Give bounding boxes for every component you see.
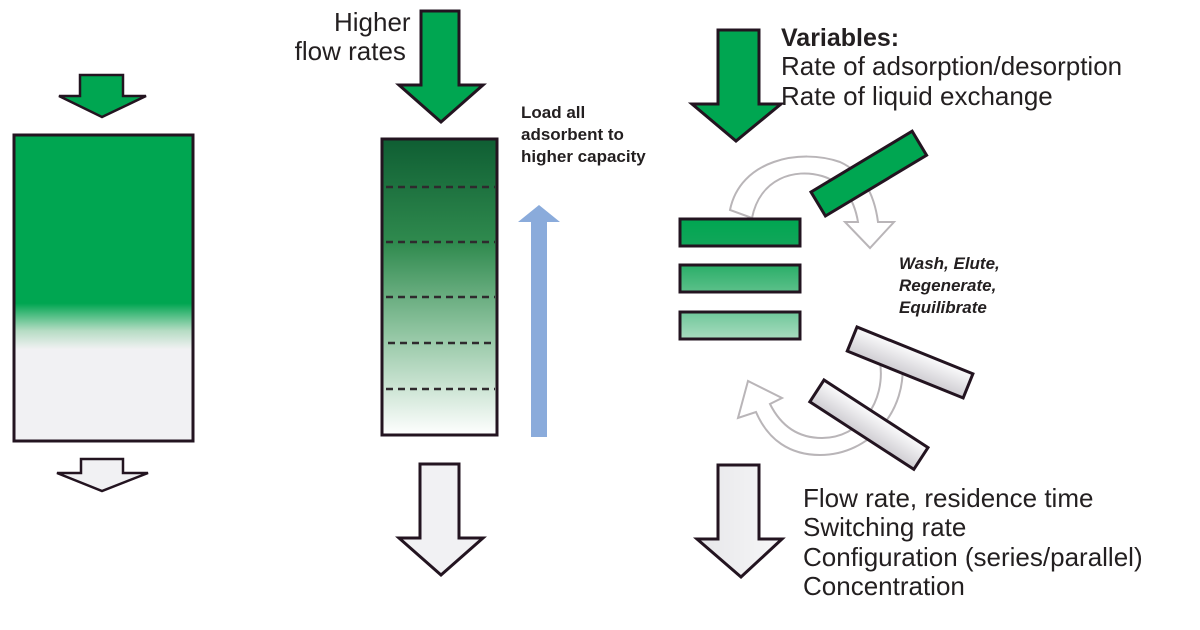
output-variables-block: Flow rate, residence time Switching rate… xyxy=(803,483,1143,602)
output-variable-item: Concentration xyxy=(803,571,965,602)
output-variable-item: Flow rate, residence time xyxy=(803,483,1094,513)
batch-outlet-arrow-icon xyxy=(56,457,149,493)
column-bar-loading-1 xyxy=(678,217,802,248)
variables-title: Variables: xyxy=(781,24,900,52)
cycle-steps-label: Wash, Elute, Regenerate, Equilibrate xyxy=(899,253,1000,319)
column-bar-loading-3 xyxy=(678,310,802,341)
column-bar-regenerating-2 xyxy=(807,377,931,472)
loading-annotation-line: higher capacity xyxy=(521,147,646,167)
batch-panel xyxy=(12,73,195,493)
high-flow-inlet-arrow-icon xyxy=(395,9,487,124)
loading-direction-arrow-icon xyxy=(518,205,560,437)
loading-annotation: Load all adsorbent to higher capacity xyxy=(521,102,646,168)
high-flow-panel xyxy=(380,9,560,577)
variables-block: Variables: Rate of adsorption/desorption… xyxy=(781,24,1122,111)
loading-annotation-line: adsorbent to xyxy=(521,125,624,145)
cycle-step-line: Equilibrate xyxy=(899,298,987,318)
high-flow-label-line: Higher xyxy=(334,7,411,37)
variable-item: Rate of adsorption/desorption xyxy=(781,51,1123,82)
column-bar-switching-out xyxy=(808,129,929,219)
multicolumn-inlet-arrow-icon xyxy=(687,28,786,143)
high-flow-outlet-arrow-icon xyxy=(395,462,487,577)
output-variable-item: Switching rate xyxy=(803,512,967,543)
column-bar-loading-2 xyxy=(678,263,802,294)
batch-column xyxy=(12,133,195,443)
batch-inlet-arrow-icon xyxy=(58,73,147,119)
loading-annotation-line: Load all xyxy=(521,103,586,122)
cycle-step-line: Wash, Elute, xyxy=(899,254,1000,273)
variable-item: Rate of liquid exchange xyxy=(781,80,1053,111)
multicolumn-outlet-arrow-icon xyxy=(692,463,786,580)
cycle-step-line: Regenerate, xyxy=(899,276,997,296)
segmented-column xyxy=(380,137,499,437)
output-variable-item: Configuration (series/parallel) xyxy=(803,541,1143,572)
high-flow-label-line: flow rates xyxy=(294,36,406,67)
column-segment-dividers xyxy=(386,185,495,391)
column-bar-regenerating-1 xyxy=(845,325,975,400)
multicolumn-panel xyxy=(678,28,975,580)
high-flow-label: Higher flow rates xyxy=(295,7,411,66)
